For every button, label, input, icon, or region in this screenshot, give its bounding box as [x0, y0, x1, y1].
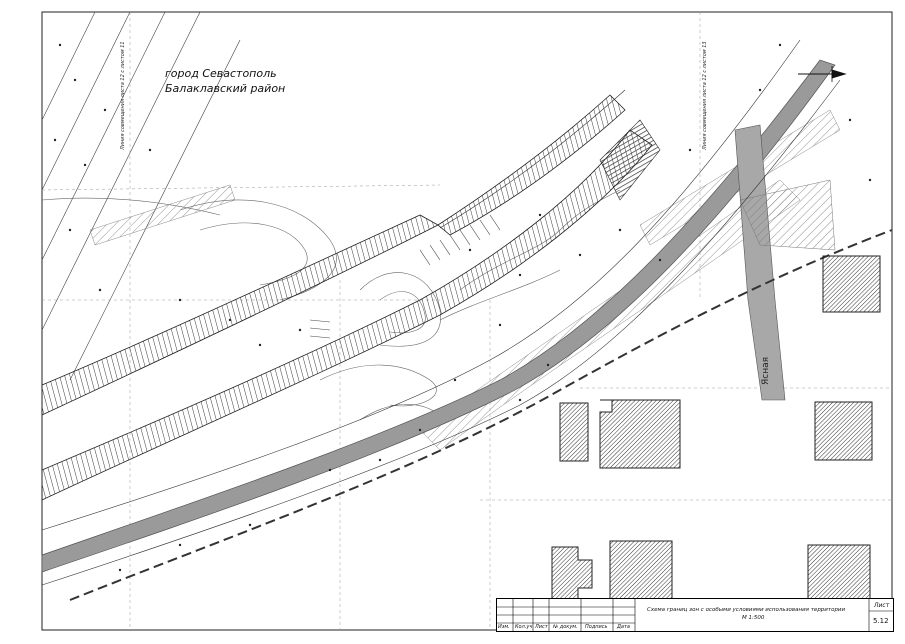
title-block: Изм. Кол.уч Лист № докум. Подпись Дата С…	[496, 598, 894, 632]
building-5	[551, 546, 593, 601]
map-title-line1: город Севастополь	[165, 67, 277, 80]
match-line-right-label: Линия совмещения листа 12 с листом 13	[702, 41, 708, 151]
survey-points	[53, 43, 872, 572]
road-edge-lines	[41, 39, 841, 586]
junction-zone	[739, 179, 836, 251]
north-arrow-icon	[798, 66, 847, 82]
building-1	[822, 255, 881, 313]
title-block-grid	[497, 599, 893, 631]
stamp-header-list: Лист	[535, 624, 548, 630]
building-2	[559, 402, 589, 462]
stamp-sheet-number: 5.12	[873, 617, 889, 625]
street-label: Ясная	[761, 357, 771, 385]
slope-ticks	[309, 214, 501, 339]
stamp-header-kol: Кол.уч	[515, 624, 533, 630]
stamp-header-sign: Подпись	[585, 624, 608, 630]
building-7	[807, 544, 871, 601]
zone-band-1	[89, 184, 236, 246]
buildings	[551, 255, 881, 601]
stamp-header-izm: Изм.	[498, 624, 510, 630]
building-3	[599, 399, 681, 469]
sheet-frame	[41, 11, 893, 631]
building-6	[609, 540, 673, 600]
slope-fan	[599, 119, 661, 201]
zone-boundary-dashed	[69, 229, 893, 601]
match-line-left-label: Линия совмещения листа 12 с листом 11	[120, 41, 126, 151]
stamp-header-date: Дата	[617, 624, 630, 630]
slope-band-upper-2	[437, 94, 626, 236]
stamp-scale: М 1:500	[742, 615, 765, 621]
map-title-line2: Балаклавский район	[165, 82, 286, 95]
building-4	[814, 401, 873, 461]
stamp-header-doc: № докум.	[553, 624, 578, 630]
stamp-description: Схема границ зон с особыми условиями исп…	[647, 607, 846, 613]
road-band	[41, 59, 836, 573]
street-yasnaya	[734, 124, 786, 401]
stamp-sheet-label: Лист	[874, 602, 890, 609]
